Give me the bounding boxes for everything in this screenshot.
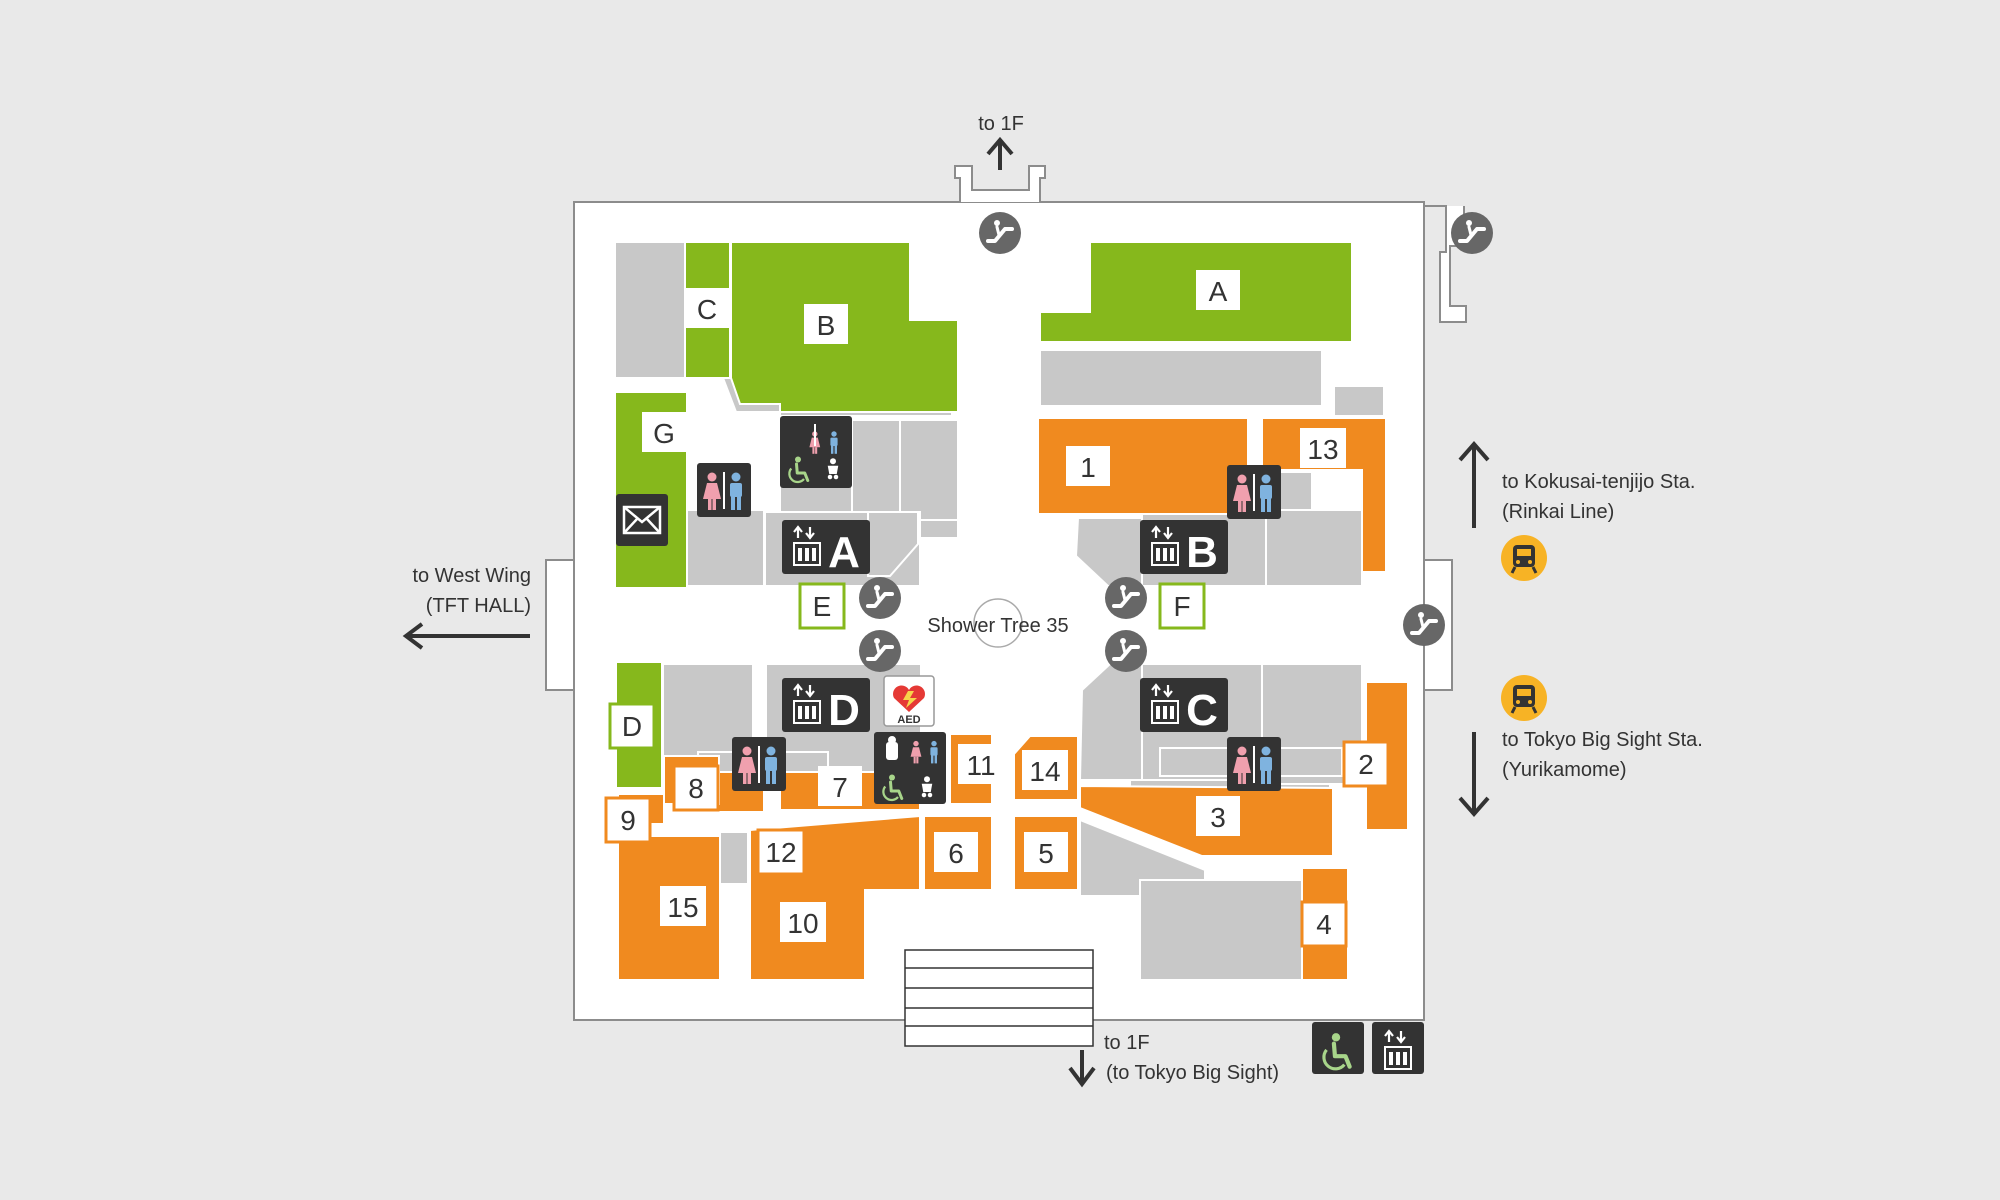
restroom-icon[interactable] [1227, 737, 1281, 791]
elevator-a[interactable]: A [782, 520, 870, 577]
stairs [904, 949, 1094, 1047]
shop-label-15[interactable]: 15 [660, 886, 706, 926]
aed-icon[interactable]: AED [883, 675, 935, 727]
elevator-d[interactable]: D [782, 678, 870, 735]
svg-text:11: 11 [966, 750, 995, 781]
shop-label-2[interactable]: 2 [1342, 740, 1390, 788]
svg-text:G: G [653, 418, 675, 449]
svg-text:2: 2 [1358, 749, 1374, 780]
svg-text:D: D [828, 686, 860, 735]
train-icon [1499, 533, 1549, 583]
elevator-icon[interactable] [1372, 1022, 1424, 1074]
west-wing-label: to West Wing [412, 565, 531, 587]
shop-label-13[interactable]: 13 [1300, 428, 1346, 468]
escalator-icon[interactable] [857, 575, 903, 621]
svg-text:15: 15 [667, 892, 698, 923]
escalator-icon[interactable] [857, 628, 903, 674]
svg-text:8: 8 [688, 773, 704, 804]
train-icon [1499, 673, 1549, 723]
shop-label-8[interactable]: 8 [672, 764, 720, 812]
shop-label-7[interactable]: 7 [818, 766, 862, 806]
svg-text:7: 7 [832, 772, 848, 803]
svg-text:14: 14 [1029, 756, 1060, 787]
elevator-b[interactable]: B [1140, 520, 1228, 577]
svg-text:4: 4 [1316, 909, 1332, 940]
shop-label-6[interactable]: 6 [934, 832, 978, 872]
bigsight-sublabel: (Yurikamome) [1502, 759, 1626, 781]
green-label-d[interactable]: D [608, 702, 656, 750]
arrow-up-icon [1458, 440, 1490, 528]
arrow-down-icon [1458, 732, 1490, 818]
west-wing-sublabel: (TFT HALL) [426, 595, 531, 617]
svg-text:9: 9 [620, 805, 636, 836]
restroom-icon[interactable] [1227, 465, 1281, 519]
shop-label-12[interactable]: 12 [756, 828, 806, 876]
svg-text:A: A [1209, 276, 1228, 307]
restroom-icon[interactable] [697, 463, 751, 517]
multipurpose-restroom-icon[interactable] [780, 416, 852, 488]
svg-text:C: C [1186, 686, 1218, 735]
svg-text:5: 5 [1038, 838, 1054, 869]
green-label-b[interactable]: B [804, 304, 848, 344]
svg-text:6: 6 [948, 838, 964, 869]
shop-label-14[interactable]: 14 [1022, 750, 1068, 790]
elevator-c[interactable]: C [1140, 678, 1228, 735]
restroom-icon[interactable] [732, 737, 786, 791]
escalator-icon[interactable] [1449, 210, 1495, 256]
svg-text:3: 3 [1210, 802, 1226, 833]
svg-text:B: B [1186, 528, 1218, 577]
svg-text:10: 10 [787, 908, 818, 939]
to-1f-top-label: to 1F [978, 113, 1024, 135]
svg-text:1: 1 [1080, 452, 1096, 483]
kokusai-sublabel: (Rinkai Line) [1502, 501, 1614, 523]
svg-text:F: F [1173, 591, 1190, 622]
green-label-e[interactable]: E [798, 582, 846, 630]
arrow-down-icon [1068, 1050, 1096, 1088]
to-1f-bottom-sublabel: (to Tokyo Big Sight) [1106, 1062, 1279, 1084]
svg-text:AED: AED [897, 714, 920, 726]
green-label-f[interactable]: F [1158, 582, 1206, 630]
shop-label-11[interactable]: 11 [958, 744, 1004, 784]
kokusai-label: to Kokusai-tenjijo Sta. [1502, 471, 1695, 493]
svg-text:C: C [697, 294, 717, 325]
bigsight-label: to Tokyo Big Sight Sta. [1502, 729, 1703, 751]
arrow-left-icon [402, 622, 530, 650]
shop-label-10[interactable]: 10 [780, 902, 826, 942]
shop-label-1[interactable]: 1 [1066, 446, 1110, 486]
green-label-a[interactable]: A [1196, 270, 1240, 310]
shop-label-9[interactable]: 9 [604, 796, 652, 844]
shower-tree-marker [973, 598, 1023, 648]
to-1f-bottom-label: to 1F [1104, 1032, 1150, 1054]
svg-text:A: A [828, 528, 860, 577]
svg-text:13: 13 [1307, 434, 1338, 465]
escalator-icon[interactable] [977, 210, 1023, 256]
multipurpose-restroom-icon[interactable] [874, 732, 946, 804]
wheelchair-icon[interactable] [1312, 1022, 1364, 1074]
svg-text:B: B [817, 310, 836, 341]
svg-text:E: E [813, 591, 832, 622]
escalator-icon[interactable] [1103, 575, 1149, 621]
escalator-icon[interactable] [1103, 628, 1149, 674]
escalator-icon[interactable] [1401, 602, 1447, 648]
green-label-g[interactable]: G [642, 412, 686, 452]
green-label-c[interactable]: C [685, 288, 729, 328]
shop-label-4[interactable]: 4 [1300, 900, 1348, 948]
mail-icon[interactable] [616, 494, 668, 546]
shop-label-3[interactable]: 3 [1196, 796, 1240, 836]
svg-text:12: 12 [765, 837, 796, 868]
svg-text:D: D [622, 711, 642, 742]
shower-tree-label: Shower Tree 35 [927, 615, 1068, 637]
arrow-up-icon [986, 136, 1014, 170]
shop-label-5[interactable]: 5 [1024, 832, 1068, 872]
